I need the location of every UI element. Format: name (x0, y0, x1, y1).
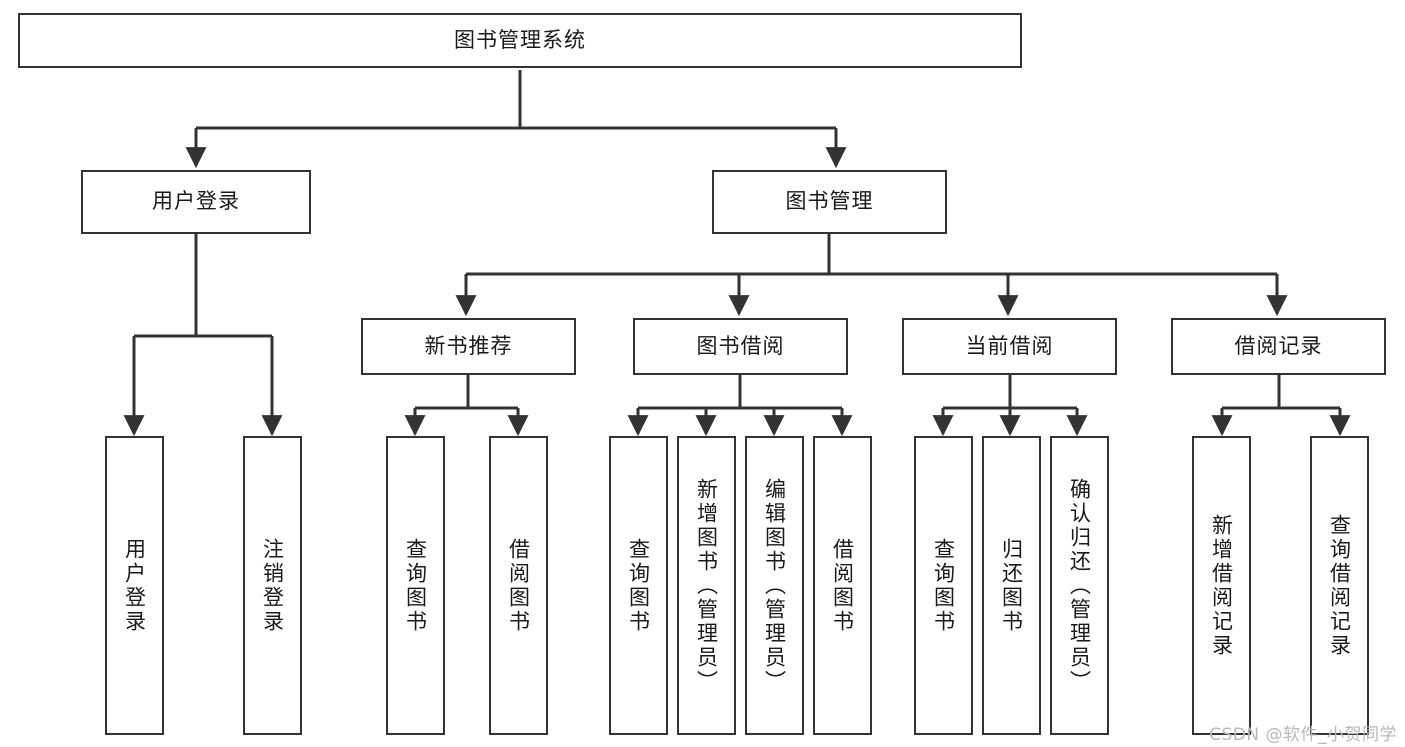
node-label: 借阅图书 (506, 537, 531, 634)
leaf-borrow-book[interactable]: 借阅图书 (813, 436, 872, 735)
leaf-query-book-borrow[interactable]: 查询图书 (609, 436, 668, 735)
node-label: 新增借阅记录 (1209, 513, 1234, 658)
node-label: 借阅记录 (1234, 333, 1323, 358)
node-label: 新书推荐 (424, 333, 513, 358)
leaf-add-book-admin[interactable]: 新增图书（管理员） (677, 436, 736, 735)
node-label: 查询图书 (931, 537, 956, 634)
node-label: 确认归还（管理员） (1067, 477, 1092, 694)
node-book-borrow[interactable]: 图书借阅 (633, 318, 848, 375)
node-label: 用户登录 (122, 537, 147, 634)
leaf-borrow-book-recommend[interactable]: 借阅图书 (489, 436, 548, 735)
node-label: 借阅图书 (830, 537, 855, 634)
node-current-borrow[interactable]: 当前借阅 (902, 318, 1117, 375)
leaf-confirm-return-admin[interactable]: 确认归还（管理员） (1050, 436, 1109, 735)
leaf-add-borrow-record[interactable]: 新增借阅记录 (1192, 436, 1251, 735)
leaf-edit-book-admin[interactable]: 编辑图书（管理员） (745, 436, 804, 735)
leaf-user-login[interactable]: 用户登录 (105, 436, 164, 735)
node-label: 图书借阅 (696, 333, 785, 358)
node-root-system[interactable]: 图书管理系统 (18, 13, 1022, 68)
node-label: 注销登录 (260, 537, 285, 634)
node-label: 当前借阅 (965, 333, 1054, 358)
node-label: 查询图书 (626, 537, 651, 634)
node-label: 图书管理 (785, 189, 874, 214)
node-label: 查询图书 (403, 537, 428, 634)
leaf-query-borrow-record[interactable]: 查询借阅记录 (1310, 436, 1369, 735)
node-label: 查询借阅记录 (1327, 513, 1352, 658)
leaf-query-book-current[interactable]: 查询图书 (914, 436, 973, 735)
leaf-logout[interactable]: 注销登录 (243, 436, 302, 735)
node-label: 新增图书（管理员） (694, 477, 719, 694)
node-new-book-recommend[interactable]: 新书推荐 (361, 318, 576, 375)
node-user-login[interactable]: 用户登录 (81, 170, 311, 234)
node-book-management[interactable]: 图书管理 (712, 170, 947, 234)
leaf-query-book-recommend[interactable]: 查询图书 (386, 436, 445, 735)
node-label: 编辑图书（管理员） (762, 477, 787, 694)
node-label: 归还图书 (999, 537, 1024, 634)
node-borrow-record[interactable]: 借阅记录 (1171, 318, 1386, 375)
leaf-return-book[interactable]: 归还图书 (982, 436, 1041, 735)
node-label: 用户登录 (152, 189, 240, 214)
csdn-watermark: CSDN @软件_小贺同学 (1209, 725, 1397, 745)
node-label: 图书管理系统 (454, 27, 586, 52)
